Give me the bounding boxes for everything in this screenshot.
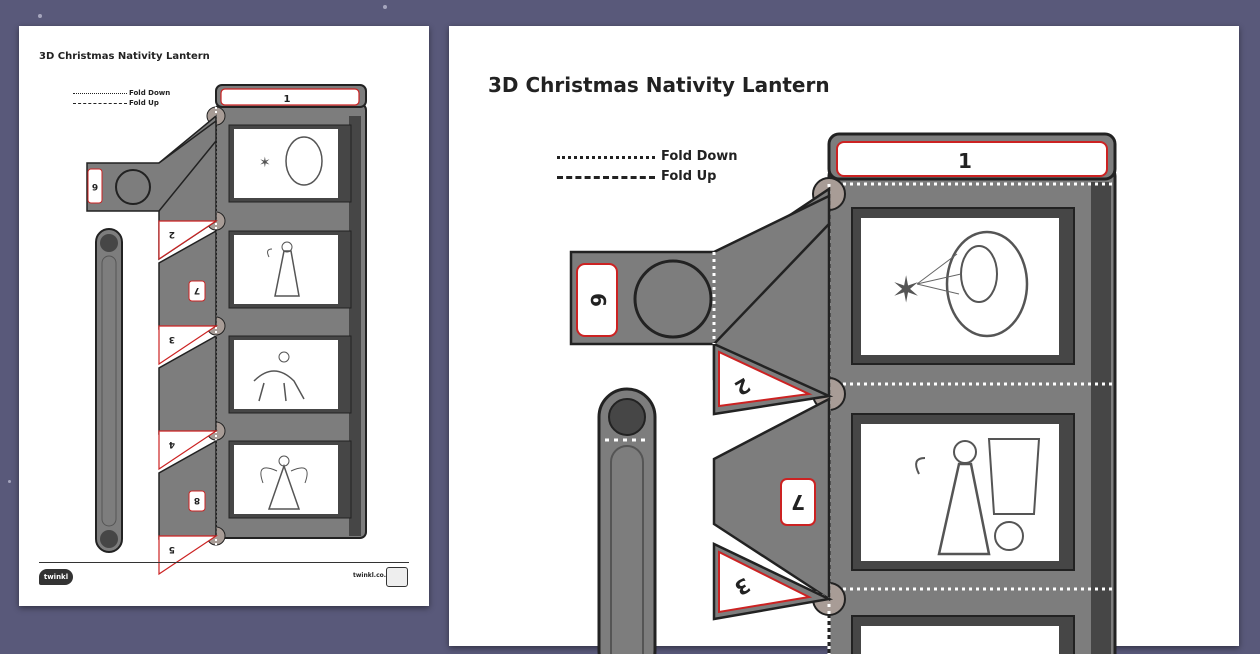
triangle-tab [158, 535, 218, 576]
tab-number-8: 8 [194, 495, 200, 505]
lamb-drawing [994, 521, 1024, 551]
triangle-tab-inner [718, 350, 813, 408]
top-tab-number: 1 [284, 94, 291, 105]
twinkl-logo: twinkl [39, 569, 73, 585]
star-icon: ✶ [891, 270, 921, 311]
angel-scene [234, 445, 338, 514]
donkey-drawing [253, 370, 305, 402]
dashdot-line-sample [73, 102, 127, 104]
handle-hole [100, 530, 118, 548]
circle-cutout [115, 169, 151, 205]
legend-fold-down-label: Fold Down [129, 89, 171, 97]
shepherd-head [953, 440, 977, 464]
scene-window [228, 230, 352, 309]
triangle-tab-inner [718, 550, 813, 614]
side-tab [188, 490, 206, 512]
crook-drawing [267, 248, 273, 258]
top-tab-label-box [836, 141, 1108, 177]
side-tab [780, 478, 816, 526]
circle-tab [87, 168, 103, 204]
angel-drawing [267, 463, 301, 510]
top-tab-number: 1 [958, 149, 972, 173]
shepherd-drawing [937, 462, 991, 556]
star-rays [916, 253, 962, 295]
shepherd-drawing [274, 250, 300, 297]
tab-number-7: 7 [791, 490, 805, 514]
tab-number-5: 5 [169, 544, 175, 554]
dashdot-line-sample [557, 175, 655, 179]
manger-drawing [285, 136, 323, 186]
footer-divider [39, 562, 409, 563]
triangle-tab [158, 220, 218, 261]
strip-edge [349, 116, 361, 536]
lantern-net: 1 ✶ [569, 132, 1117, 654]
legend-fold-up-label: Fold Up [661, 169, 717, 184]
handle-strip [95, 228, 123, 553]
side-tab [188, 280, 206, 302]
circle-cutout [633, 259, 713, 339]
handle-hole [608, 398, 646, 436]
scene-window [851, 413, 1075, 571]
document-title: 3D Christmas Nativity Lantern [39, 51, 210, 62]
star-icon: ✶ [259, 155, 271, 171]
scene-window: ✶ [228, 124, 352, 203]
scene-window [228, 440, 352, 519]
triangle-tab [158, 325, 218, 366]
document-title: 3D Christmas Nativity Lantern [488, 73, 830, 97]
joseph-head [278, 351, 290, 363]
donkey-and-joseph-scene [861, 626, 1059, 654]
strip-edge [1091, 182, 1111, 654]
tab-number-4: 4 [169, 439, 175, 449]
manger-drawing [945, 230, 1029, 338]
legend-fold-up: Fold Up [73, 98, 170, 108]
top-tab-label-box [220, 88, 360, 106]
shepherd-head [281, 241, 293, 253]
legend-fold-up-label: Fold Up [129, 99, 159, 107]
legend-fold-down: Fold Down [73, 88, 170, 98]
handle-inner-outline [610, 445, 644, 654]
handle-hole [100, 234, 118, 252]
legend-fold-up: Fold Up [557, 167, 738, 187]
lantern-net: 1 ✶ [86, 84, 367, 576]
triangle-tab [158, 430, 218, 471]
snow-dot [8, 480, 11, 483]
scene-window [851, 615, 1075, 654]
second-shepherd-drawing [987, 438, 1041, 515]
quality-badge-icon [386, 567, 408, 587]
scene-window: ✶ [851, 207, 1075, 365]
tab-number-6: 6 [92, 181, 98, 191]
dotted-line-sample [73, 92, 127, 94]
tab-number-2: 2 [169, 229, 175, 239]
legend-fold-down-label: Fold Down [661, 149, 738, 164]
footer-site: twinkl.co.uk [353, 572, 395, 579]
shepherd-scene [234, 235, 338, 304]
legend-fold-down: Fold Down [557, 147, 738, 167]
tab-number-3: 3 [169, 334, 175, 344]
handle-inner-outline [101, 255, 117, 527]
angel-wings [260, 467, 308, 484]
scene-window [228, 335, 352, 414]
dotted-line-sample [557, 155, 655, 159]
worksheet-thumbnail[interactable]: 3D Christmas Nativity Lantern Fold Down … [19, 26, 429, 606]
worksheet-zoomed[interactable]: 3D Christmas Nativity Lantern Fold Down … [449, 26, 1239, 654]
snow-dot [38, 14, 42, 18]
fold-legend: Fold Down Fold Up [557, 147, 738, 187]
circle-tab [576, 263, 618, 337]
angel-head [278, 455, 290, 467]
crook-drawing [915, 457, 926, 475]
tab-number-6: 6 [586, 293, 610, 307]
shepherd-scene [861, 424, 1059, 561]
tab-number-7: 7 [194, 285, 200, 295]
fold-legend: Fold Down Fold Up [73, 88, 170, 108]
snow-dot [383, 5, 387, 9]
